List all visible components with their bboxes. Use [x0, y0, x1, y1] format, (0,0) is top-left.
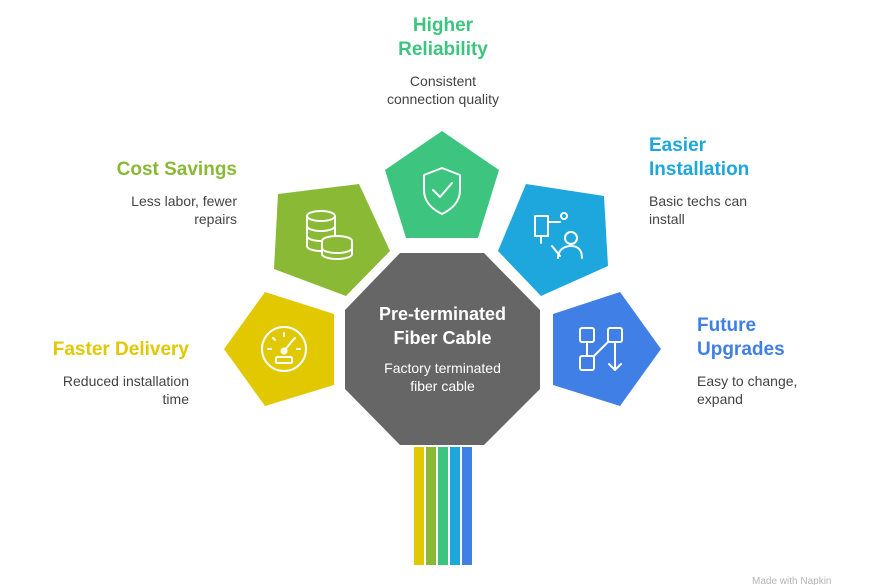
upgrades-desc-line1: Easy to change, — [697, 373, 798, 389]
delivery-desc-line1: Reduced installation — [62, 373, 189, 389]
reliability-label: Higher Reliability Consistent connection… — [343, 14, 543, 108]
installation-title-line2: Installation — [649, 159, 750, 180]
center-desc-line2: fiber cable — [410, 378, 475, 394]
shield-check-icon — [423, 167, 461, 215]
coins-icon — [306, 210, 353, 260]
reliability-desc-line1: Consistent — [409, 73, 477, 89]
fiber-cable-strands — [414, 447, 472, 565]
center-label: Pre-terminated Fiber Cable Factory termi… — [345, 302, 540, 395]
cable-strand — [462, 447, 472, 565]
installation-pentagon — [498, 184, 608, 296]
installation-desc-line1: Basic techs can — [649, 193, 748, 209]
installation-title-line1: Easier — [649, 135, 707, 156]
cable-strand — [450, 447, 460, 565]
delivery-desc-line2: time — [162, 391, 189, 407]
upgrades-pentagon — [553, 292, 661, 406]
upgrades-label: Future Upgrades Easy to change, expand — [697, 314, 877, 408]
cost-savings-desc-line2: repairs — [194, 211, 237, 227]
reliability-title-line2: Reliability — [398, 39, 488, 60]
cost-savings-label: Cost Savings Less labor, fewer repairs — [37, 158, 237, 228]
delivery-label: Faster Delivery Reduced installation tim… — [0, 338, 189, 408]
flow-arrows-icon — [579, 327, 623, 371]
speedometer-icon — [261, 326, 307, 372]
technician-icon — [534, 212, 583, 259]
center-title-line1: Pre-terminated — [378, 304, 507, 324]
cost-savings-desc-line1: Less labor, fewer — [131, 193, 237, 209]
cable-strand — [426, 447, 436, 565]
cable-strand — [414, 447, 424, 565]
upgrades-title-line2: Upgrades — [697, 339, 785, 360]
reliability-desc-line2: connection quality — [386, 91, 500, 107]
installation-label: Easier Installation Basic techs can inst… — [649, 134, 849, 228]
upgrades-desc-line2: expand — [697, 391, 743, 407]
delivery-pentagon — [224, 292, 334, 406]
center-octagon — [345, 253, 540, 445]
installation-desc-line2: install — [649, 211, 685, 227]
reliability-pentagon — [385, 131, 499, 238]
upgrades-title-line1: Future — [697, 315, 757, 336]
delivery-title: Faster Delivery — [52, 339, 189, 360]
center-title-line2: Fiber Cable — [393, 328, 492, 348]
center-desc-line1: Factory terminated — [384, 360, 501, 376]
cost-savings-title: Cost Savings — [116, 159, 237, 180]
reliability-title-line1: Higher — [412, 15, 474, 36]
napkin-watermark: Made with Napkin — [752, 576, 832, 585]
cable-strand — [438, 447, 448, 565]
